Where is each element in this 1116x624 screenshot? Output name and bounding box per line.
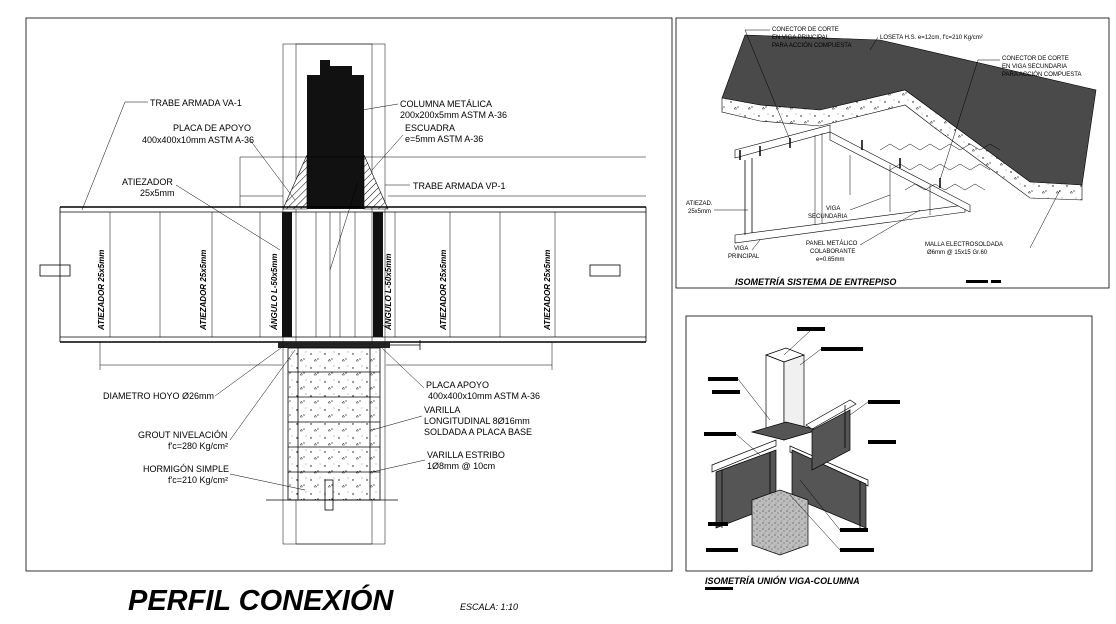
- steel-column: [282, 43, 386, 545]
- label-escuadra: ESCUADRA: [405, 123, 455, 133]
- label-grout-spec: f'c=280 Kg/cm²: [168, 441, 228, 451]
- label-placa-apoyo: PLACA DE APOYO: [173, 123, 251, 133]
- label-conector-principal-2: EN VIGA PRINCIPAL: [772, 35, 830, 41]
- main-labels: TRABE ARMADA VA-1 PLACA DE APOYO 400x400…: [81, 98, 540, 491]
- main-title: PERFIL CONEXIÓN: [128, 583, 394, 617]
- label-escuadra-spec: e=5mm ASTM A-36: [405, 134, 483, 144]
- label-atiezador-spec: 25x5mm: [140, 188, 175, 198]
- label-malla-spec: Ø6mm @ 15x15 Gr.60: [927, 250, 988, 256]
- label-columna-spec: 200x200x5mm ASTM A-36: [400, 110, 507, 120]
- label-viga-principal-2: PRINCIPAL: [728, 254, 760, 260]
- label-placa-apoyo-base: PLACA APOYO: [426, 380, 489, 390]
- label-atiezador: ATIEZADOR: [122, 177, 173, 187]
- label-hormigon: HORMIGÓN SIMPLE: [143, 464, 229, 474]
- angle-label: ÁNGULO L-50x5mm: [270, 254, 279, 331]
- escuadra-right: [363, 154, 389, 210]
- label-grout: GROUT NIVELACIÓN: [138, 430, 227, 440]
- main-frame: [25, 17, 673, 572]
- base-plate: [278, 342, 390, 348]
- label-viga-secundaria-2: SECUNDARIA: [808, 214, 847, 220]
- union-isometric: [711, 347, 869, 556]
- label-viga-secundaria: VIGA: [826, 206, 840, 212]
- entrepiso-labels: CONECTOR DE CORTE EN VIGA PRINCIPAL PARA…: [686, 27, 1081, 263]
- label-atiezad-spec: 25x5mm: [688, 209, 711, 215]
- label-atiezad: ATIEZAD.: [686, 201, 713, 207]
- label-diametro-hoyo: DIAMETRO HOYO Ø26mm: [103, 391, 214, 401]
- entrepiso-frame: [675, 17, 1110, 289]
- label-varilla-long: VARILLA: [424, 405, 460, 415]
- scale-label: ESCALA: 1:10: [460, 602, 518, 612]
- title-underline-mark: [705, 587, 733, 590]
- label-conector-principal: CONECTOR DE CORTE: [772, 27, 839, 33]
- label-trabe-va1: TRABE ARMADA VA-1: [150, 98, 242, 108]
- concrete-pedestal: [266, 347, 398, 511]
- label-columna: COLUMNA METÁLICA: [400, 99, 492, 109]
- label-malla: MALLA ELECTROSOLDADA: [925, 242, 1003, 248]
- label-varilla-estribo-spec: 1Ø8mm @ 10cm: [427, 461, 495, 471]
- label-conector-secundaria: CONECTOR DE CORTE: [1002, 56, 1069, 62]
- stiffener-label: ATIEZADOR 25x5mm: [199, 250, 208, 331]
- entrepiso-isometric: [721, 34, 1097, 244]
- label-loseta: LOSETA H.S. e=12cm, f'c=210 Kg/cm²: [880, 35, 983, 41]
- label-varilla-estribo: VARILLA ESTRIBO: [427, 450, 505, 460]
- union-title: ISOMETRÍA UNIÓN VIGA-COLUMNA: [705, 575, 860, 586]
- union-label-marks: [704, 327, 900, 552]
- label-panel-2: COLABORANTE: [810, 249, 855, 255]
- label-conector-secundaria-3: PARA ACCIÓN COMPUESTA: [1002, 71, 1081, 78]
- stiffener-label: ATIEZADOR 25x5mm: [97, 250, 106, 331]
- entrepiso-title: ISOMETRÍA SISTEMA DE ENTREPISO: [735, 277, 896, 287]
- title-underline-mark: [991, 280, 1001, 283]
- angle-label: ÁNGULO L-50x5mm: [384, 254, 393, 331]
- label-varilla-long-note: SOLDADA A PLACA BASE: [424, 427, 532, 437]
- escuadra-left: [282, 154, 308, 210]
- title-underline-mark: [966, 280, 988, 283]
- label-conector-principal-3: PARA ACCIÓN COMPUESTA: [772, 42, 851, 49]
- label-trabe-vp1: TRABE ARMADA VP-1: [413, 181, 506, 191]
- union-frame: [685, 315, 1093, 572]
- stiffener-lines: [109, 212, 556, 337]
- angle-bar-right: [373, 212, 383, 337]
- label-placa-apoyo-spec: 400x400x10mm ASTM A-36: [142, 135, 254, 145]
- label-panel: PANEL METÁLICO: [806, 240, 858, 247]
- label-varilla-long-spec: LONGITUDINAL 8Ø16mm: [424, 416, 530, 426]
- label-viga-principal: VIGA: [734, 246, 748, 252]
- stiffener-label: ATIEZADOR 25x5mm: [543, 250, 552, 331]
- label-panel-3: e=0.65mm: [816, 257, 845, 263]
- label-conector-secundaria-2: EN VIGA SECUNDARIA: [1002, 64, 1067, 70]
- label-hormigon-spec: f'c=210 Kg/cm²: [168, 475, 228, 485]
- stiffener-label: ATIEZADOR 25x5mm: [439, 250, 448, 331]
- label-placa-apoyo-base-spec: 400x400x10mm ASTM A-36: [428, 391, 540, 401]
- angle-bar-left: [282, 212, 292, 337]
